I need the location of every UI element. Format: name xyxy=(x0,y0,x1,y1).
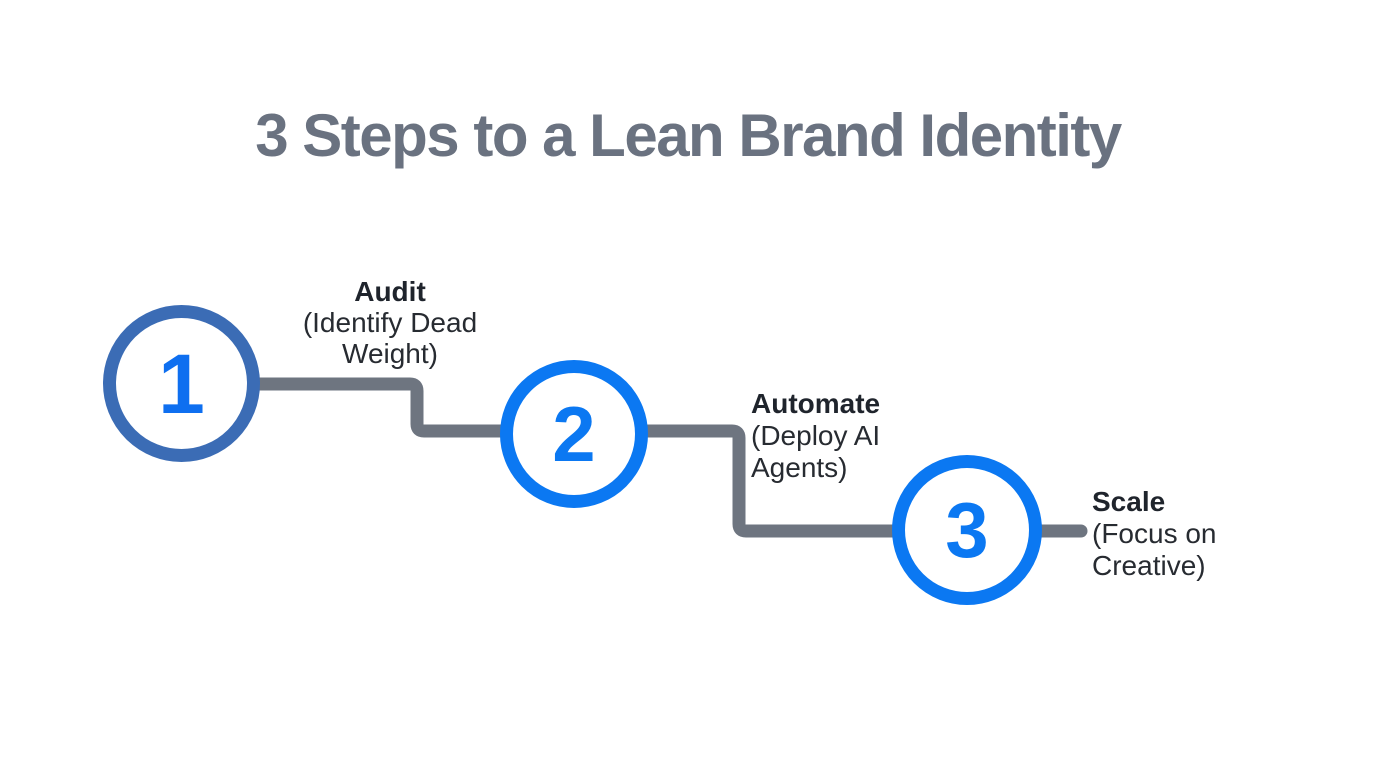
step-subtitle-line: Agents) xyxy=(751,452,848,483)
step-heading: Audit xyxy=(354,276,426,307)
page-title: 3 Steps to a Lean Brand Identity xyxy=(255,102,1122,169)
step-heading: Automate xyxy=(751,388,881,419)
step-label-audit: Audit (Identify Dead Weight) xyxy=(265,276,515,369)
step-subtitle-line: (Deploy AI xyxy=(751,420,881,451)
step-number-1: 1 xyxy=(158,336,205,431)
step-circle-2: 2 xyxy=(500,360,648,508)
step-heading: Scale xyxy=(1092,486,1166,517)
step-number-3: 3 xyxy=(945,486,989,574)
step-subtitle-line: Weight) xyxy=(342,338,438,369)
step-label-scale: Scale (Focus on Creative) xyxy=(1092,486,1312,582)
step-circle-1: 1 xyxy=(103,305,260,462)
step-label-automate: Automate (Deploy AI Agents) xyxy=(751,388,971,484)
step-number-2: 2 xyxy=(552,390,596,478)
step-subtitle-line: Creative) xyxy=(1092,550,1206,581)
step-subtitle-line: (Focus on xyxy=(1092,518,1217,549)
step-subtitle-line: (Identify Dead xyxy=(302,307,478,338)
